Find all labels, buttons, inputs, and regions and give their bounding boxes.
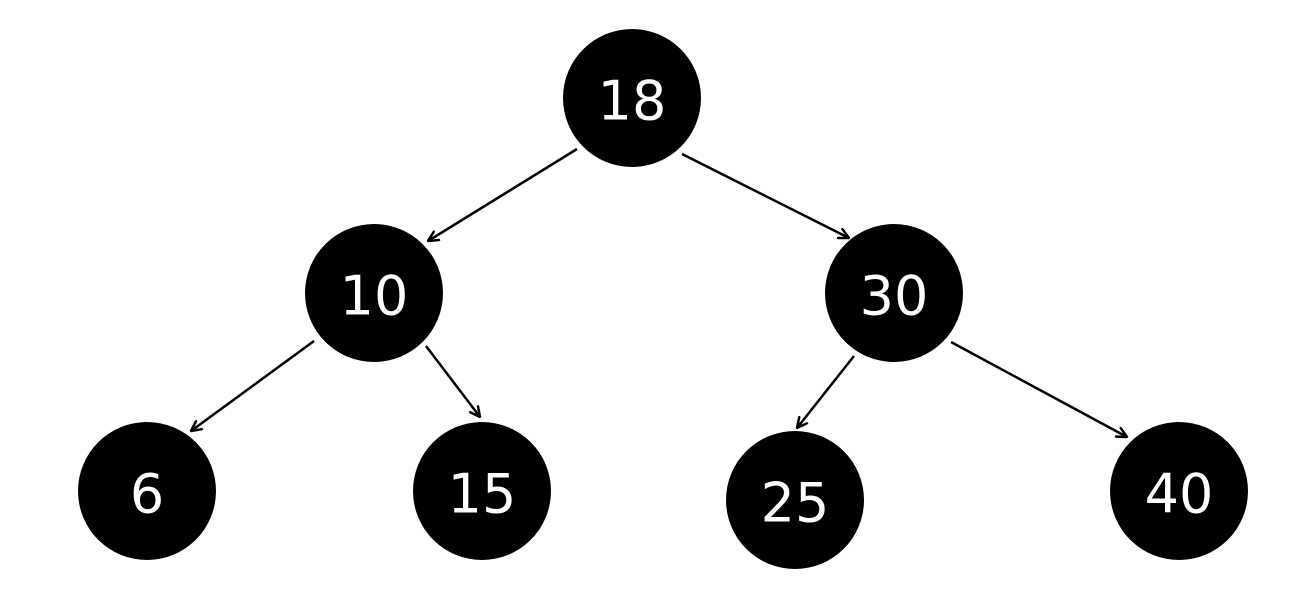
edge-18-to-30 [681, 152, 849, 238]
edges [191, 147, 1127, 437]
node-label: 40 [1145, 463, 1214, 526]
edge-18-to-10 [428, 147, 578, 241]
node-label: 15 [448, 463, 517, 526]
node-circle [78, 422, 216, 560]
node-circle [305, 224, 443, 362]
node-circle [1110, 422, 1248, 560]
tree-node-40: 40 [1110, 422, 1248, 560]
node-circle [563, 29, 701, 167]
tree-node-30: 30 [825, 224, 963, 362]
edge-30-to-40 [950, 340, 1127, 437]
tree-node-25: 25 [726, 431, 864, 569]
edge-30-to-25 [797, 355, 855, 428]
node-label: 30 [860, 265, 929, 328]
edge-10-to-6 [191, 339, 315, 431]
node-circle [825, 224, 963, 362]
node-circle [726, 431, 864, 569]
tree-node-15: 15 [413, 422, 551, 560]
node-circle [413, 422, 551, 560]
tree-node-6: 6 [78, 422, 216, 560]
node-label: 18 [598, 70, 667, 133]
edge-10-to-15 [425, 345, 480, 417]
node-label: 25 [761, 472, 830, 535]
tree-node-10: 10 [305, 224, 443, 362]
node-label: 6 [130, 463, 164, 526]
node-label: 10 [340, 265, 409, 328]
tree-node-18: 18 [563, 29, 701, 167]
